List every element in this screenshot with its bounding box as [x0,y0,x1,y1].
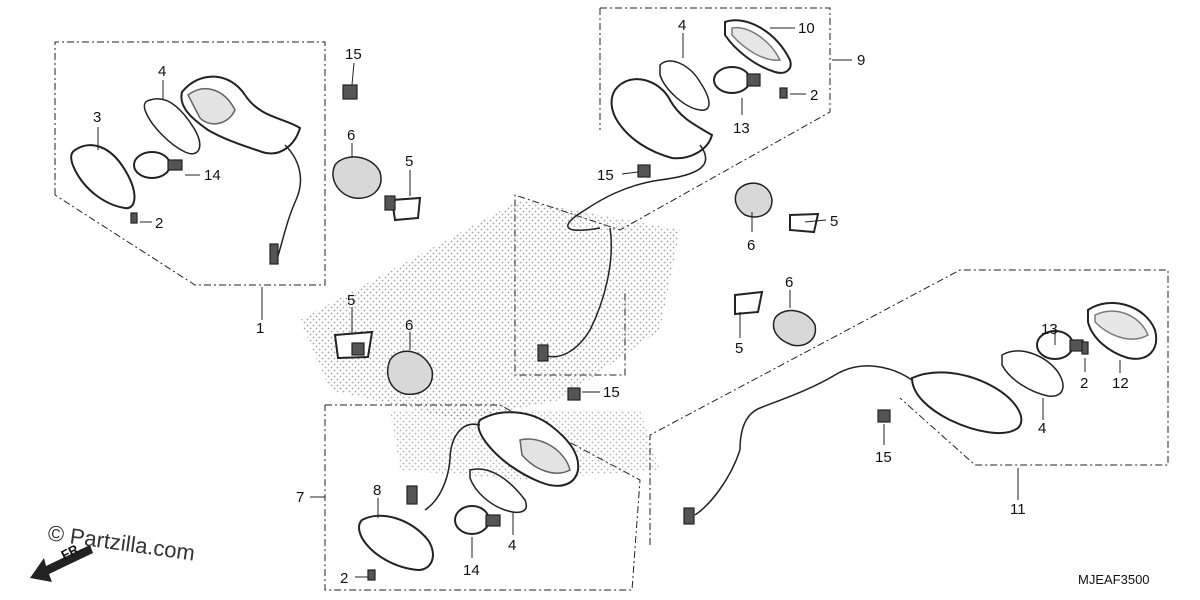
turn-signal-assembly-1 [180,75,302,265]
gasket-9-4 [659,60,710,111]
group-box-11 [649,269,1169,545]
screw-2-lower-right [1081,341,1089,355]
socket-6-upper [332,156,382,199]
turn-signal-assembly-9 [537,78,714,362]
callout-9: 9 [857,52,865,69]
gasket-lower-center [469,468,527,513]
callout-2a: 2 [155,215,163,232]
lens-8 [358,514,434,572]
callout-7: 7 [296,489,304,506]
callout-4d: 4 [1038,420,1046,437]
callout-6d: 6 [405,317,413,334]
gasket-upper-left [143,98,201,155]
callout-15b: 15 [597,167,614,184]
front-arrow-icon: FR. [30,540,93,582]
screw-2-upper-left [130,212,138,224]
callout-5d: 5 [735,340,743,357]
callout-12: 12 [1112,375,1129,392]
group-box-1 [54,41,326,286]
screw-15-lower-center [567,387,581,401]
callout-5a: 5 [405,153,413,170]
turn-signal-assembly-7 [406,411,580,511]
socket-6-right-center [772,309,817,347]
callout-10: 10 [798,20,815,37]
callout-2c: 2 [340,570,348,587]
lens-12 [1087,301,1158,360]
callout-8: 8 [373,482,381,499]
callout-5c: 5 [347,292,355,309]
shading-region-center [300,200,680,420]
gasket-lower-right [1001,350,1064,397]
callout-13b: 13 [1041,321,1058,338]
callout-6a: 6 [347,127,355,144]
callout-15a: 15 [345,46,362,63]
bulb-14-upper [133,151,183,179]
callout-15d: 15 [875,449,892,466]
bulb-holder-5-right-center [734,290,764,316]
callout-2b: 2 [810,87,818,104]
callout-4c: 4 [508,537,516,554]
bulb-holder-5-right-upper [789,212,820,234]
group-box-9 [514,7,831,376]
callout-4a: 4 [158,63,166,80]
callout-13a: 13 [733,120,750,137]
socket-6-right-upper [734,182,773,218]
lens-3 [70,144,136,210]
callout-3: 3 [93,109,101,126]
callout-15c: 15 [603,384,620,401]
callout-5b: 5 [830,213,838,230]
lens-10 [724,19,792,74]
bulb-holder-5-center [333,330,374,360]
callout-14a: 14 [204,167,221,184]
diagram-code: MJEAF3500 [1078,572,1150,587]
callout-14b: 14 [463,562,480,579]
screw-15-upper-left [342,84,358,100]
group-box-7 [324,404,641,591]
screw-15-lower-right [877,409,891,423]
turn-signal-assembly-11 [683,365,1023,525]
screw-2-upper-right [779,87,788,99]
bulb-holder-5-upper [384,195,422,222]
screw-15-upper-right [637,164,651,178]
callout-11: 11 [1010,501,1026,518]
callout-1: 1 [256,320,264,337]
socket-6-center [386,350,434,396]
screw-2-lower [367,569,376,581]
bulb-14-lower [454,505,501,535]
callout-6b: 6 [747,237,755,254]
callout-6c: 6 [785,274,793,291]
callout-4b: 4 [678,17,686,34]
bulb-13-upper [713,66,761,94]
callout-2d: 2 [1080,375,1088,392]
leader-lines [97,27,1121,578]
callout-labels: 1 2 2 2 2 3 4 4 4 4 5 5 5 5 6 6 6 6 7 8 … [93,17,1129,587]
